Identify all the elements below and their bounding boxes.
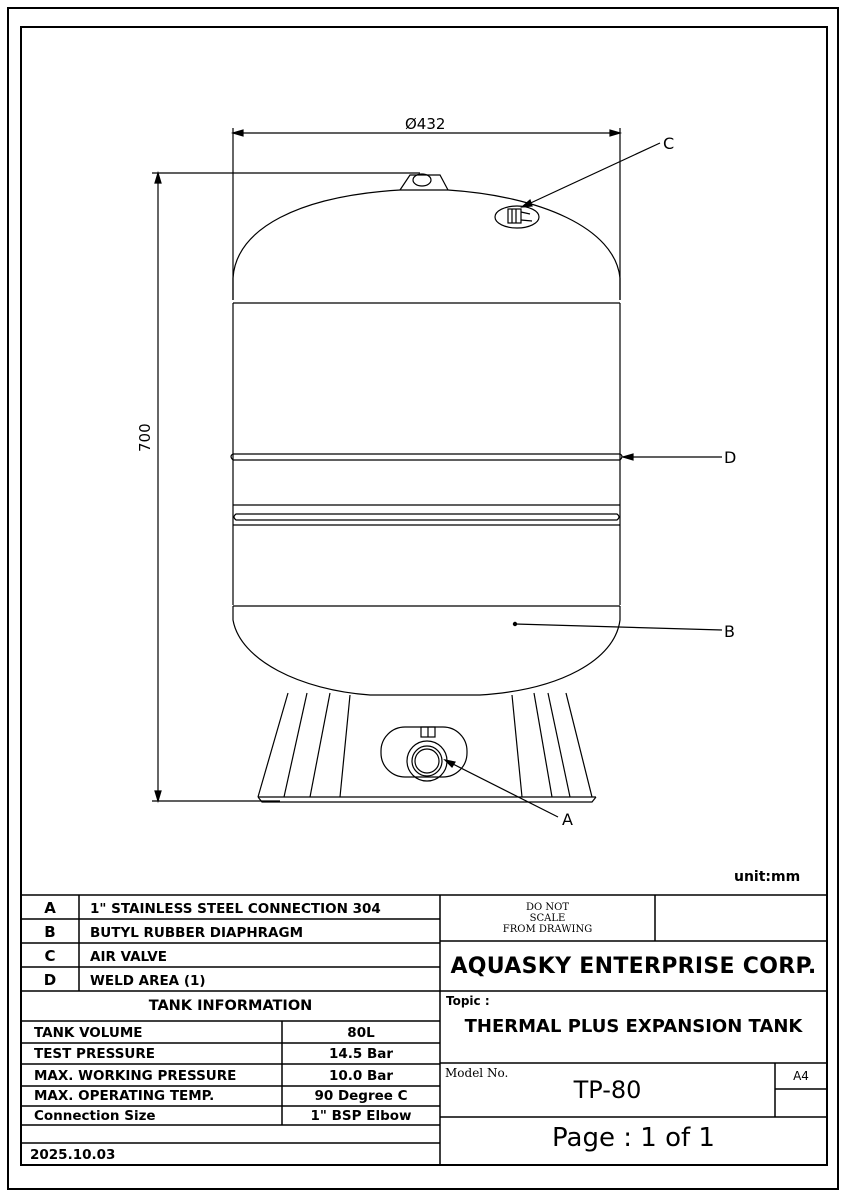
diameter-label: Ø432 (405, 115, 445, 133)
tank-info-label-operating-temp: MAX. OPERATING TEMP. (34, 1088, 215, 1104)
tank-info-value-operating-temp: 90 Degree C (314, 1088, 408, 1104)
diameter-dimension (230, 128, 623, 300)
outer-frame (7, 7, 839, 1190)
callout-c: C (663, 134, 674, 153)
air-valve-shape (494, 205, 540, 229)
paper-size: A4 (793, 1069, 809, 1083)
scale-note-line3: FROM DRAWING (502, 924, 593, 935)
tank-info-value-test-pressure: 14.5 Bar (328, 1046, 394, 1062)
inner-frame (20, 26, 828, 1166)
part-letter-c: C (44, 947, 56, 965)
tank-info-label-connection-size: Connection Size (34, 1108, 156, 1124)
part-letter-b: B (44, 923, 56, 941)
part-description-c: AIR VALVE (90, 949, 167, 965)
base-stand (257, 692, 597, 803)
company-name: AQUASKY ENTERPRISE CORP. (450, 954, 817, 979)
title-block-grid (21, 894, 827, 1165)
weld-band (230, 453, 623, 526)
tank-info-label-working-pressure: MAX. WORKING PRESSURE (34, 1068, 237, 1084)
topic-title: THERMAL PLUS EXPANSION TANK (464, 1016, 803, 1037)
page-indicator: Page : 1 of 1 (552, 1123, 715, 1153)
height-dimension (152, 170, 420, 804)
drawing-date: 2025.10.03 (30, 1147, 116, 1163)
part-description-a: 1" STAINLESS STEEL CONNECTION 304 (90, 901, 381, 917)
scale-note-line1: DO NOT (525, 902, 569, 913)
model-number-label: Model No. (445, 1066, 509, 1080)
callout-b: B (724, 622, 735, 641)
part-letter-a: A (44, 899, 56, 917)
tank-info-heading: TANK INFORMATION (148, 998, 313, 1014)
unit-label: unit:mm (734, 869, 801, 885)
scale-note: DO NOT SCALE FROM DRAWING (440, 902, 655, 935)
callout-a: A (562, 810, 573, 829)
model-number: TP-80 (573, 1076, 642, 1104)
upper-dome (232, 189, 621, 300)
lower-dome (232, 606, 621, 696)
tank-info-label-test-pressure: TEST PRESSURE (34, 1046, 155, 1062)
part-letter-d: D (43, 971, 57, 989)
tank-info-value-volume: 80L (347, 1025, 375, 1041)
part-description-d: WELD AREA (1) (90, 973, 206, 989)
scale-note-line2: SCALE (529, 913, 566, 924)
tank-info-label-volume: TANK VOLUME (34, 1025, 143, 1041)
part-description-b: BUTYL RUBBER DIAPHRAGM (90, 925, 304, 941)
top-fitting (399, 174, 449, 191)
callout-d: D (724, 448, 736, 467)
height-label: 700 (136, 423, 154, 452)
tank-info-value-connection-size: 1" BSP Elbow (310, 1108, 412, 1124)
tank-info-value-working-pressure: 10.0 Bar (328, 1068, 394, 1084)
topic-label: Topic : (446, 994, 490, 1008)
